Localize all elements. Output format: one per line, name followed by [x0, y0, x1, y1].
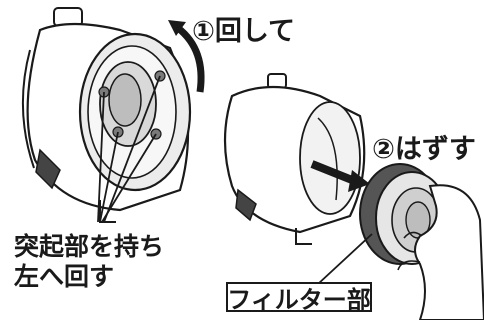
projection-label-line1: 突起部を持ち — [14, 232, 165, 261]
cleaner-unit-left — [21, 7, 205, 223]
rotate-arrow — [175, 25, 205, 93]
hand-illustration — [397, 184, 484, 320]
handle-clip — [35, 148, 61, 190]
step2-label: ②はずす — [372, 134, 476, 165]
cleaner-unit-right — [223, 73, 370, 245]
filter-part-label-box: フィルター部 — [226, 282, 372, 314]
projection-label-line2: 左へ回す — [14, 262, 115, 291]
step1-label: ①回して — [192, 16, 296, 47]
remove-arrow — [310, 160, 354, 184]
filter-part-label: フィルター部 — [227, 285, 371, 314]
